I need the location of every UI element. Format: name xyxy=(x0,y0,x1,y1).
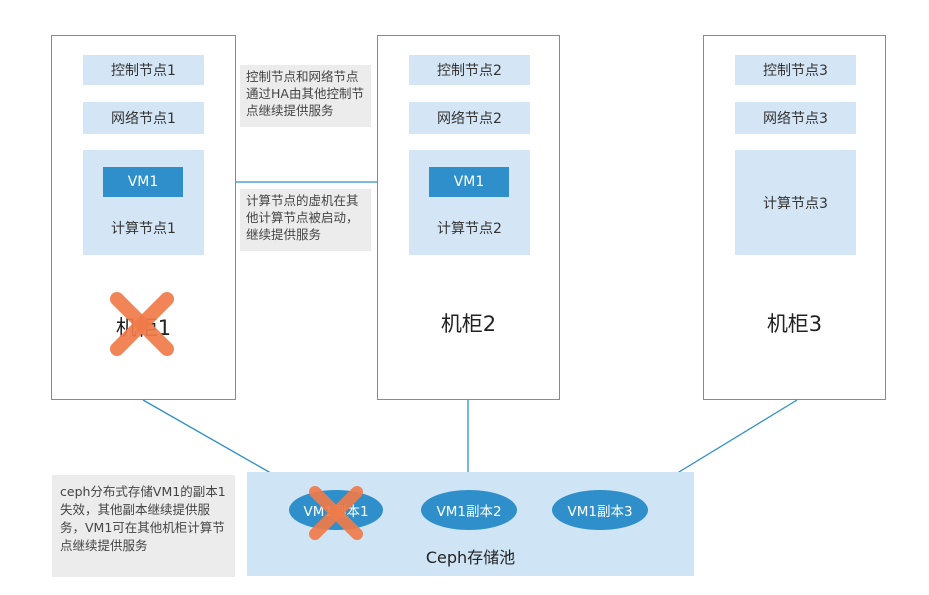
compute-node-2-label: 计算节点2 xyxy=(437,221,502,237)
vm-1-rack2: VM1 xyxy=(429,167,509,197)
ha-note: 控制节点和网络节点通过HA由其他控制节点继续提供服务 xyxy=(240,65,371,127)
compute-node-1-label: 计算节点1 xyxy=(111,221,176,237)
compute-node-3: 计算节点3 xyxy=(735,150,856,255)
network-node-3: 网络节点3 xyxy=(735,102,856,134)
network-node-1: 网络节点1 xyxy=(83,102,204,134)
replica-2: VM1副本2 xyxy=(421,490,517,530)
replica-3: VM1副本3 xyxy=(552,490,648,530)
compute-node-1 xyxy=(83,150,204,255)
cross-mark-icon xyxy=(110,292,174,356)
ceph-note: ceph分布式存储VM1的副本1失效，其他副本继续提供服务，VM1可在其他机柜计… xyxy=(52,475,235,577)
ceph-pool-label: Ceph存储池 xyxy=(425,548,516,567)
vm-1-rack1: VM1 xyxy=(103,167,183,197)
rack-3-label: 机柜3 xyxy=(766,312,823,336)
network-node-2: 网络节点2 xyxy=(409,102,530,134)
cross-mark-icon xyxy=(309,486,363,540)
compute-node-2 xyxy=(409,150,530,255)
control-node-3: 控制节点3 xyxy=(735,55,856,85)
control-node-1: 控制节点1 xyxy=(83,55,204,85)
migration-note: 计算节点的虚机在其他计算节点被启动，继续提供服务 xyxy=(240,189,371,251)
rack-2-label: 机柜2 xyxy=(440,312,497,336)
control-node-2: 控制节点2 xyxy=(409,55,530,85)
